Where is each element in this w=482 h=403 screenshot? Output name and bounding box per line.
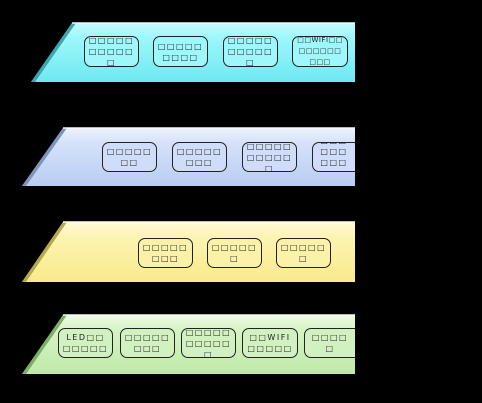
layer-3-box-1[interactable]: □□□□□□□□ <box>138 238 193 268</box>
layer-3-box-2[interactable]: □□□□□□ <box>207 238 262 268</box>
layer-3-box-3[interactable]: □□□□□□ <box>276 238 331 268</box>
layer-3-box-2-label: □□□□□□ <box>211 243 258 263</box>
layer-1-box-4-label: □□WIFI□□□□□□□□□□□ <box>297 36 343 66</box>
layer-2-box-3-label: □□□□□□□□□□□ <box>246 141 293 173</box>
layer-4-box-2-label: □□□□□□□□ <box>124 333 171 353</box>
layer-4-box-2[interactable]: □□□□□□□□ <box>120 328 175 358</box>
layer-1-box-2-label: □□□□□□□□□ <box>157 41 204 62</box>
layer-4-box-1[interactable]: LED□□□□□□□ <box>58 328 113 358</box>
layer-1-box-4[interactable]: □□WIFI□□□□□□□□□□□ <box>292 36 348 67</box>
layer-4-box-3[interactable]: □□□□□□□□□□□ <box>181 327 236 359</box>
layer-1-box-2[interactable]: □□□□□□□□□ <box>153 36 208 67</box>
layer-2-box-2[interactable]: □□□□□□□□ <box>172 142 227 172</box>
layer-4-box-1-label: LED□□□□□□□ <box>62 333 109 353</box>
layer-4-box-4[interactable]: □□WIFI□□□□□ <box>242 328 298 358</box>
layer-2-box-1-label: □□□□□□□ <box>106 147 153 167</box>
layer-4-box-3-label: □□□□□□□□□□□ <box>185 327 232 359</box>
layer-4-box-4-label: □□WIFI□□□□□ <box>247 333 293 353</box>
layer-2-box-4[interactable]: □□□□□□□□□□ <box>312 142 355 172</box>
layer-1-box-1[interactable]: □□□□□□□□□□□ <box>84 36 139 67</box>
layer-2-box-4-label: □□□□□□□□□□ <box>320 143 348 171</box>
layer-4-box-5[interactable]: □□□□□ <box>304 328 355 358</box>
layer-2-box-1[interactable]: □□□□□□□ <box>102 142 157 172</box>
layer-1-box-3[interactable]: □□□□□□□□□□□ <box>223 36 278 67</box>
layer-1-box-3-label: □□□□□□□□□□□ <box>227 36 274 67</box>
layer-3-box-3-label: □□□□□□ <box>280 243 327 263</box>
layer-2-box-3[interactable]: □□□□□□□□□□□ <box>242 141 297 173</box>
layer-4-box-5-label: □□□□□ <box>311 333 349 353</box>
layer-2-box-2-label: □□□□□□□□ <box>176 147 223 167</box>
layer-3-box-1-label: □□□□□□□□ <box>142 243 189 263</box>
layer-1-box-1-label: □□□□□□□□□□□ <box>88 36 135 67</box>
